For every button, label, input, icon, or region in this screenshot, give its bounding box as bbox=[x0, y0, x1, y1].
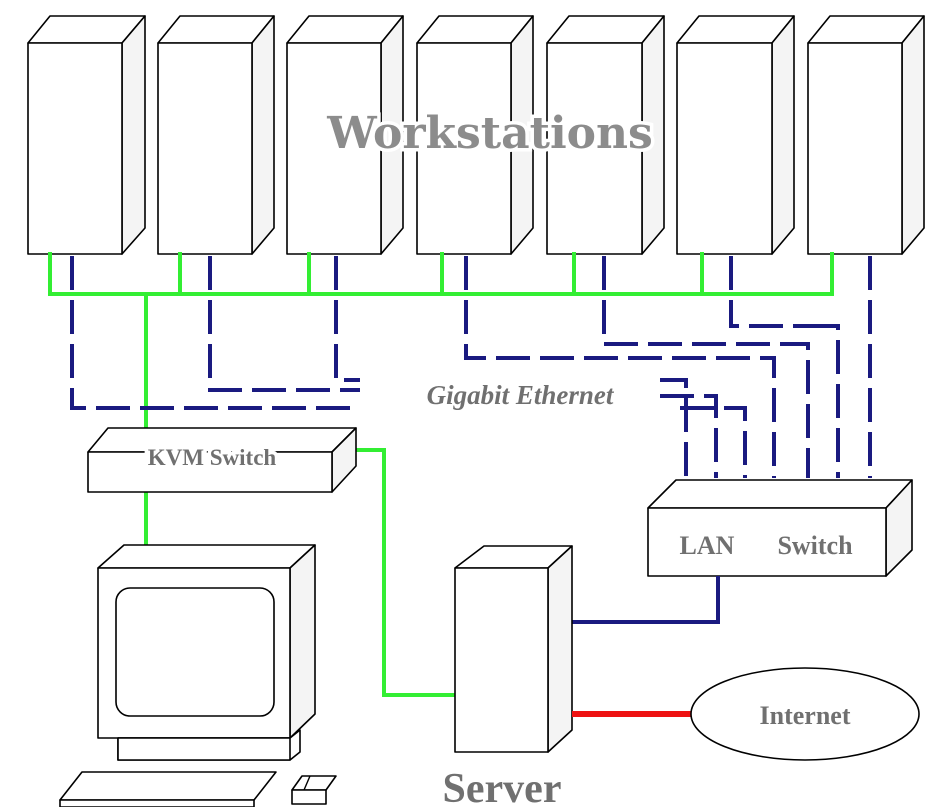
workstations-title: Workstations bbox=[326, 108, 653, 159]
server-label: Server bbox=[443, 766, 562, 807]
switch-label: Switch bbox=[777, 531, 853, 560]
workstation-7 bbox=[807, 15, 925, 255]
kvm-bus bbox=[48, 252, 834, 697]
lan-label: LAN bbox=[680, 531, 735, 560]
workstation-6 bbox=[676, 15, 795, 255]
internet-node: Internet bbox=[690, 667, 920, 761]
ethernet-links bbox=[70, 256, 872, 478]
workstation-4 bbox=[416, 15, 534, 255]
server bbox=[454, 545, 573, 753]
kvm-switch: KVM Switch bbox=[87, 427, 357, 493]
workstation-1 bbox=[27, 15, 146, 255]
gigabit-ethernet-label: Gigabit Ethernet bbox=[427, 380, 615, 410]
workstation-2 bbox=[157, 15, 275, 255]
monitor bbox=[97, 544, 316, 761]
server-lan-link bbox=[572, 576, 720, 624]
workstation-5 bbox=[546, 15, 665, 255]
kvm-switch-label: KVM Switch bbox=[148, 445, 277, 470]
workstations bbox=[27, 15, 925, 255]
keyboard bbox=[59, 771, 277, 807]
workstation-3 bbox=[286, 15, 404, 255]
internet-label: Internet bbox=[760, 701, 851, 730]
monitor-screen bbox=[115, 587, 275, 717]
lan-switch: LAN Switch bbox=[647, 479, 913, 577]
mouse bbox=[291, 775, 337, 805]
